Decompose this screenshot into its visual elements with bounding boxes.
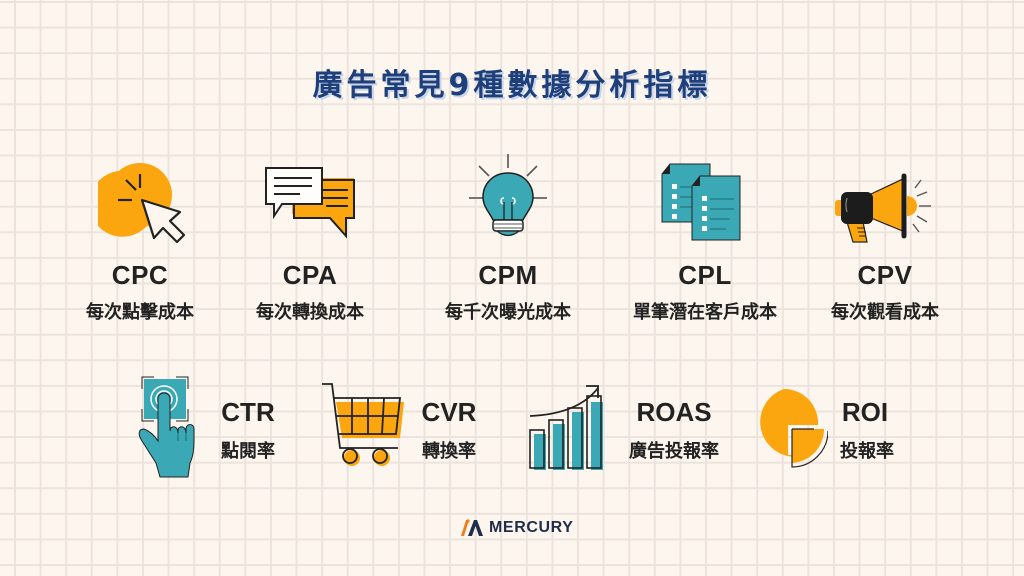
chat-bubbles-icon xyxy=(265,167,355,239)
metric-code: CPA xyxy=(282,260,338,290)
metric-desc: 轉換率 xyxy=(422,441,476,462)
metric-code: CPV xyxy=(857,260,913,290)
metric-desc: 點閱率 xyxy=(221,441,275,462)
metric-code: CVR xyxy=(421,397,477,427)
lightbulb-icon xyxy=(469,154,547,237)
metric-desc: 每次觀看成本 xyxy=(831,302,939,323)
megaphone-icon xyxy=(835,173,931,243)
metric-code: CPM xyxy=(478,260,538,290)
mercury-logo-icon xyxy=(461,519,483,536)
metric-code: CPL xyxy=(678,260,732,290)
growth-bar-chart-icon xyxy=(529,385,603,470)
pie-chart-icon xyxy=(760,388,828,468)
metric-desc: 每次轉換成本 xyxy=(256,302,364,323)
metric-desc: 投報率 xyxy=(840,441,894,462)
metric-roas: ROAS 廣告投報率 xyxy=(528,378,728,478)
checklist-documents-icon xyxy=(661,163,741,241)
metric-desc: 廣告投報率 xyxy=(629,441,719,462)
brand-name: MERCURY xyxy=(489,519,574,536)
metric-ctr: CTR 點閱率 xyxy=(130,375,290,480)
brand-logo: MERCURY xyxy=(458,519,574,537)
shopping-cart-icon xyxy=(322,383,404,466)
metric-code: ROAS xyxy=(636,397,712,427)
metric-code: ROI xyxy=(841,397,889,427)
page-title: 廣告常見9種數據分析指標 xyxy=(312,68,712,103)
metric-cvr: CVR 轉換率 xyxy=(320,378,490,478)
metric-code: CPC xyxy=(111,260,169,290)
cursor-click-icon xyxy=(98,160,186,244)
metric-roi: ROI 投報率 xyxy=(748,385,908,475)
metric-desc: 單筆潛在客戶成本 xyxy=(633,302,777,323)
touch-hand-icon xyxy=(138,376,195,478)
metric-code: CTR xyxy=(221,397,275,427)
metric-desc: 每千次曝光成本 xyxy=(445,302,571,323)
metric-desc: 每次點擊成本 xyxy=(86,302,194,323)
